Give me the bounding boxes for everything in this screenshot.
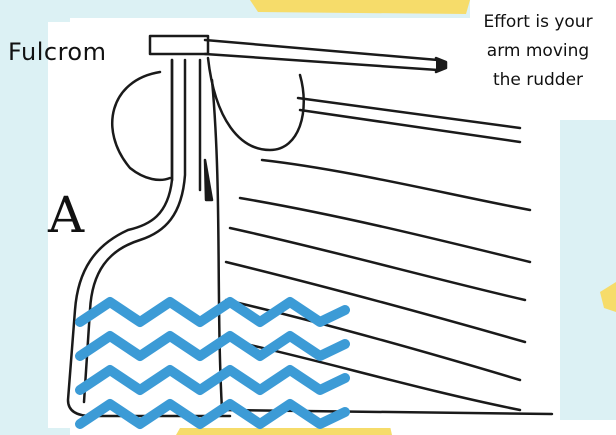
effort-line-3: the rudder <box>448 66 616 95</box>
yellow-highlight-top <box>250 0 470 14</box>
effort-line-2: arm moving <box>448 37 616 66</box>
blue-backdrop-right <box>560 120 616 420</box>
effort-label: Effort is your arm moving the rudder <box>448 8 616 95</box>
effort-line-1: Effort is your <box>448 8 616 37</box>
fulcrum-label: Fulcrom <box>8 38 106 66</box>
tiller-handle-tip <box>436 58 446 72</box>
tiller-head <box>150 36 208 54</box>
figure-letter: A <box>48 186 84 244</box>
